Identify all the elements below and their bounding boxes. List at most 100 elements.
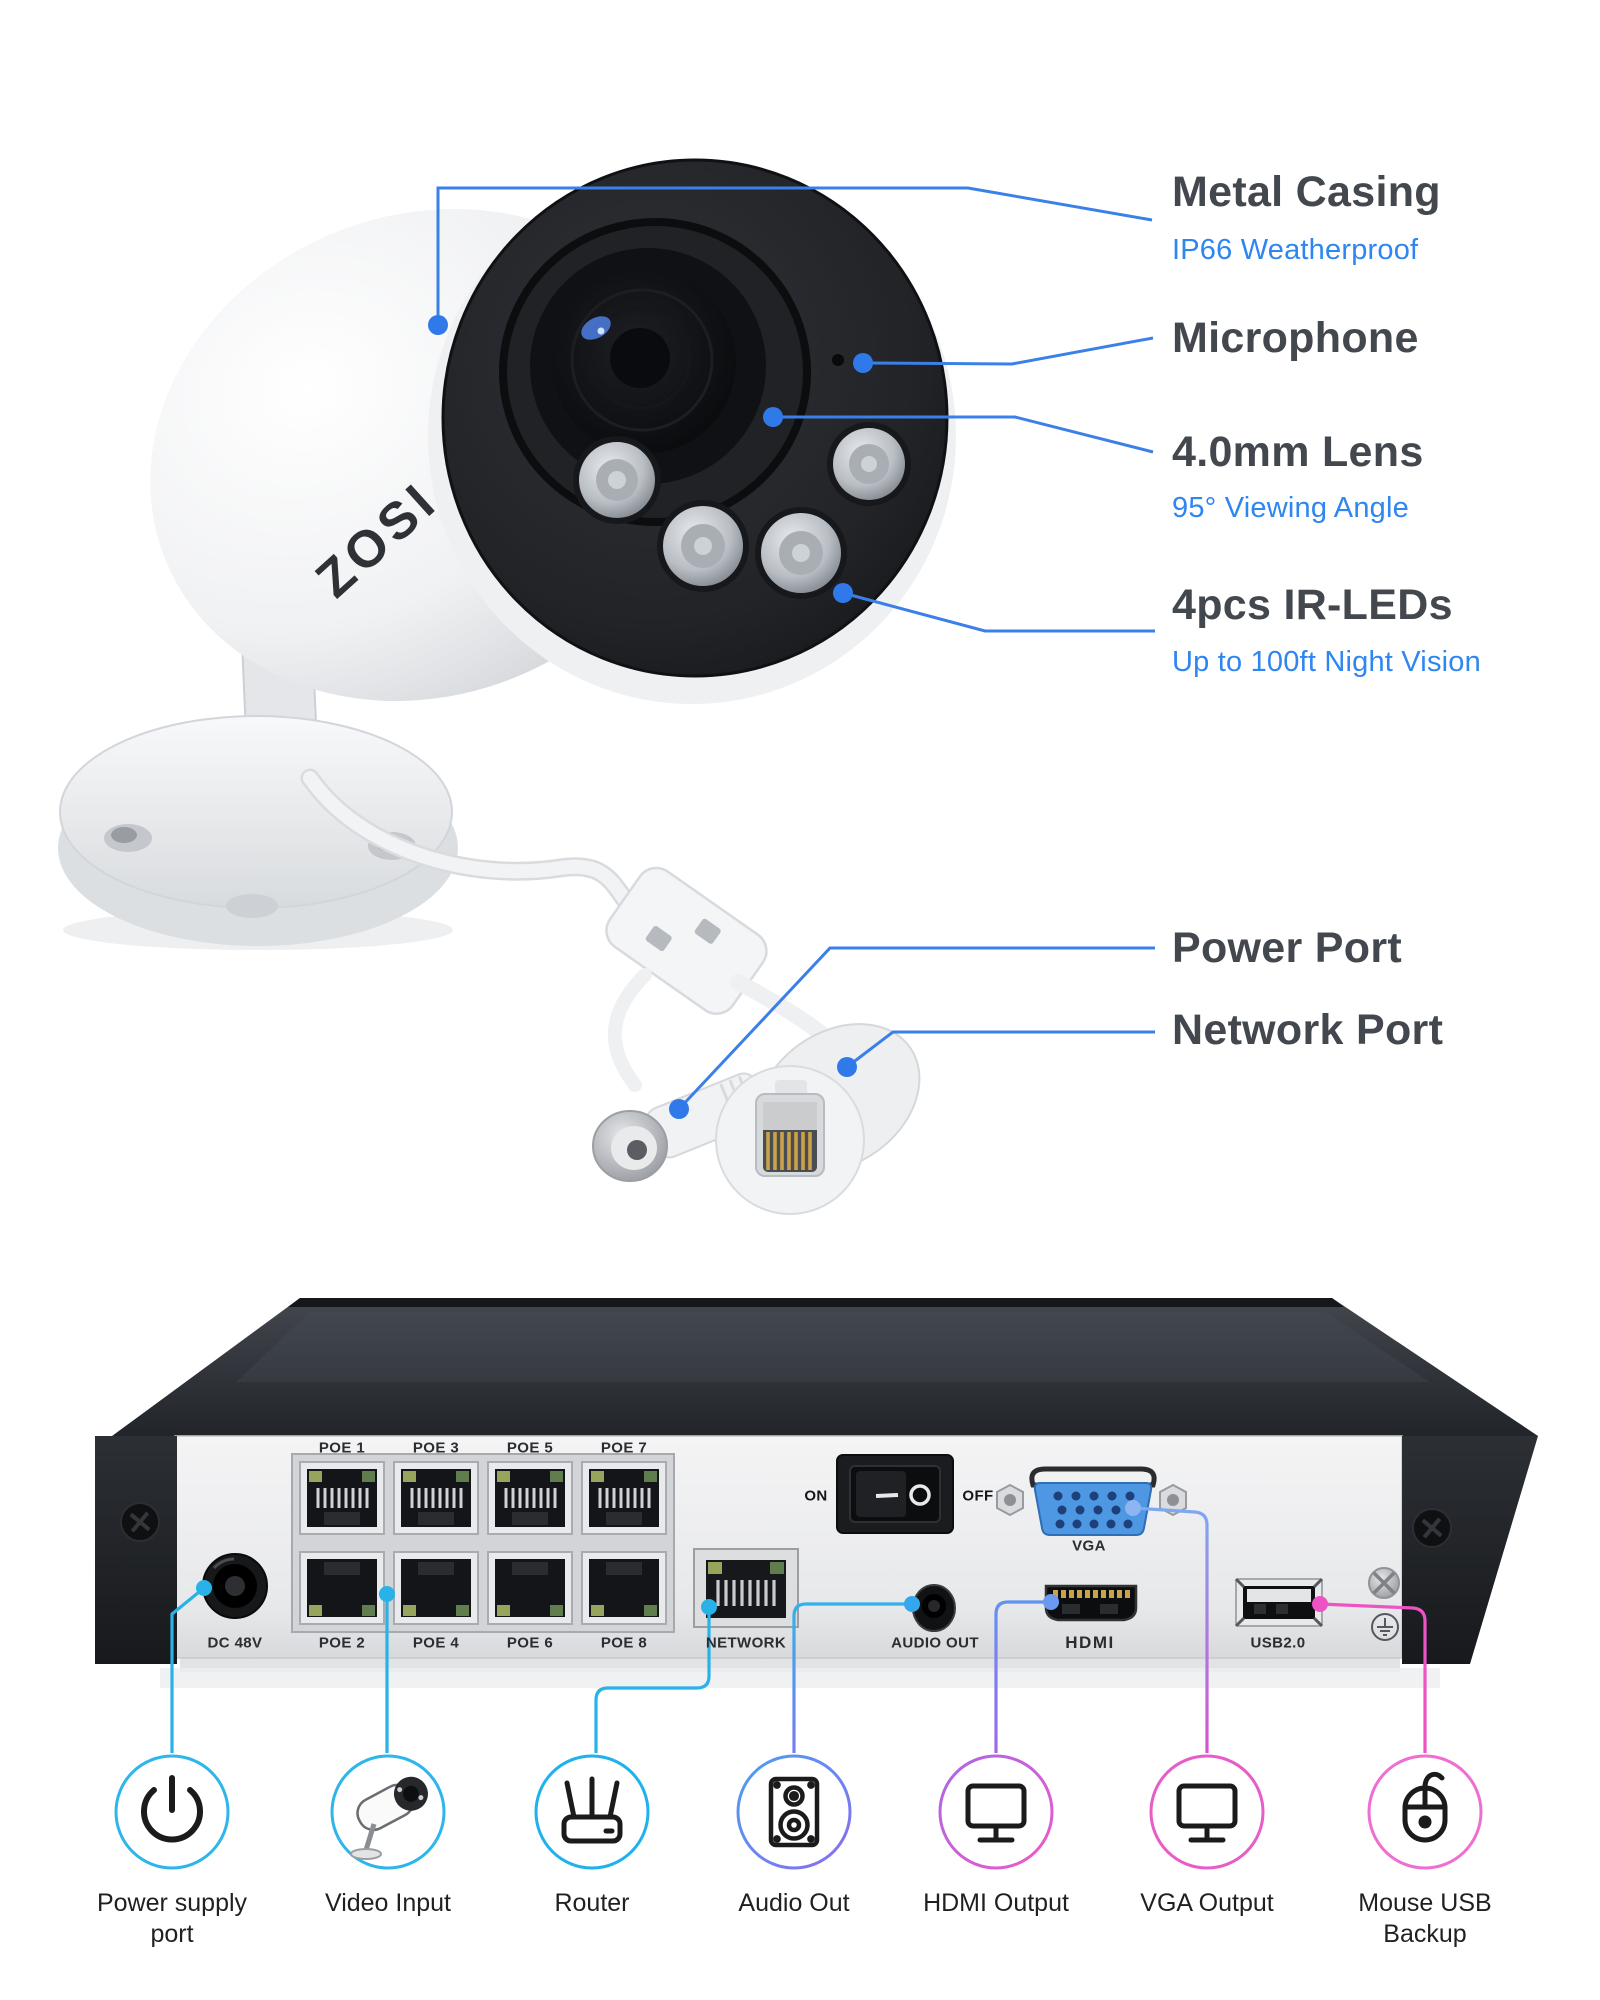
legend-label-mouse-usb: Mouse USB Backup — [1358, 1889, 1492, 1948]
callout-line-microphone — [862, 336, 1154, 366]
callout-dot-microphone — [853, 353, 873, 373]
callout-dot-metal-casing — [428, 315, 448, 335]
callout-line-power-port — [677, 946, 1155, 1111]
hdmi-port — [1044, 1584, 1138, 1622]
audio-out-jack — [912, 1584, 956, 1632]
panel-screw — [1412, 1508, 1452, 1548]
legend-circle-mouse — [1367, 1754, 1483, 1870]
callout-sublabel-ir-leds: Up to 100ft Night Vision — [1172, 646, 1481, 678]
camera-icon — [350, 1776, 428, 1860]
poe2-label: POE 2 — [318, 1634, 366, 1652]
poe-port — [487, 1551, 573, 1625]
dc48v-label: DC 48V — [207, 1634, 263, 1652]
usb-port — [1234, 1577, 1324, 1628]
network-rj45-connector — [715, 1023, 921, 1215]
poe-port — [581, 1461, 667, 1535]
legend-icons — [114, 1754, 1483, 1870]
poe-port — [487, 1461, 573, 1535]
line-power-supply — [170, 1586, 206, 1753]
ir-led — [827, 422, 911, 506]
router-icon — [561, 1776, 623, 1844]
dot-network-port — [701, 1599, 717, 1615]
switch-on-label: ON — [804, 1487, 828, 1505]
poe-port — [299, 1551, 385, 1625]
callout-label-network-port: Network Port — [1172, 1006, 1444, 1054]
callout-label-microphone: Microphone — [1172, 314, 1419, 362]
nvr-lid-edge — [288, 1298, 1344, 1307]
hdmi-label: HDMI — [1065, 1633, 1115, 1652]
dc-power-jack — [202, 1553, 268, 1619]
switch-on-mark — [875, 1493, 899, 1498]
camera-callout-lines — [436, 186, 1155, 1111]
nvr-lid-sheen — [236, 1312, 1430, 1382]
poe8-label: POE 8 — [600, 1634, 648, 1652]
power-tail-cable — [607, 968, 652, 1092]
nvr-left-bracket — [95, 1436, 177, 1664]
lens-iris — [610, 328, 670, 388]
lens-ring — [570, 288, 714, 432]
legend-label-video-input: Video Input — [324, 1889, 452, 1917]
callout-line-network-port — [846, 1030, 1155, 1069]
dot-audio-jack — [904, 1596, 920, 1612]
poe-ports — [299, 1461, 667, 1625]
vga-standoff-screw — [996, 1483, 1024, 1517]
usb-label: USB2.0 — [1250, 1634, 1306, 1652]
dot-hdmi-port — [1043, 1594, 1059, 1610]
vga-label: VGA — [1072, 1537, 1106, 1555]
port-callout-dots — [196, 1500, 1328, 1615]
microphone-hole — [832, 354, 844, 366]
switch-off-mark — [909, 1484, 931, 1506]
poe6-label: POE 6 — [506, 1634, 554, 1652]
vga-port — [1029, 1466, 1157, 1536]
base-screw-hole-inner — [111, 827, 137, 843]
callout-line-ir-leds — [842, 591, 1155, 633]
nvr-right-bracket — [1402, 1436, 1538, 1664]
legend-circle-hdmi — [938, 1754, 1054, 1870]
power-icon — [141, 1775, 203, 1843]
poe7-label: POE 7 — [600, 1439, 648, 1457]
pigtail-cable — [303, 771, 632, 907]
nvr-lid — [112, 1298, 1538, 1436]
hdmi-monitor-icon — [965, 1783, 1027, 1843]
ir-led-array — [573, 422, 911, 599]
power-barrel-pin-hole — [627, 1140, 647, 1160]
mouse-icon — [1402, 1771, 1448, 1843]
callout-sublabel-lens: 95° Viewing Angle — [1172, 492, 1409, 524]
poe1-label: POE 1 — [318, 1439, 366, 1457]
callout-dot-ir-leds — [833, 583, 853, 603]
ir-led — [755, 507, 847, 599]
legend-circle-vga — [1149, 1754, 1265, 1870]
callout-dot-lens — [763, 407, 783, 427]
line-vga-output — [1132, 1506, 1209, 1753]
dot-poe-port — [379, 1586, 395, 1602]
poe3-label: POE 3 — [412, 1439, 460, 1457]
callout-label-lens: 4.0mm Lens — [1172, 428, 1424, 476]
line-audio-out — [792, 1602, 912, 1753]
power-switch — [836, 1454, 954, 1534]
lens-ring — [588, 306, 692, 410]
lens-glint — [581, 316, 611, 340]
camera-callout-dots — [428, 315, 873, 1119]
legend-label-power-supply: Power supply port — [96, 1889, 248, 1948]
callout-line-lens — [773, 415, 1154, 454]
legend-label-router: Router — [554, 1889, 630, 1917]
line-hdmi-output — [994, 1600, 1051, 1753]
nvr-floor-shadow — [160, 1668, 1440, 1688]
ground-symbol-icon — [1371, 1613, 1399, 1641]
callout-label-power-port: Power Port — [1172, 924, 1402, 972]
speaker-icon — [768, 1776, 820, 1848]
poe4-label: POE 4 — [412, 1634, 460, 1652]
panel-screw — [120, 1502, 160, 1542]
callout-label-metal-casing: Metal Casing — [1172, 168, 1441, 216]
dot-dc-jack — [196, 1580, 212, 1596]
callout-line-metal-casing — [436, 186, 1153, 325]
legend-label-hdmi-output: HDMI Output — [923, 1889, 1069, 1917]
network-label: NETWORK — [705, 1634, 787, 1652]
poe5-label: POE 5 — [506, 1439, 554, 1457]
dot-usb-port — [1312, 1596, 1328, 1612]
ir-led — [657, 500, 749, 592]
callout-dot-power-port — [669, 1099, 689, 1119]
base-screw-hole — [226, 894, 278, 918]
dot-vga-port — [1125, 1500, 1141, 1516]
line-router — [594, 1607, 711, 1753]
